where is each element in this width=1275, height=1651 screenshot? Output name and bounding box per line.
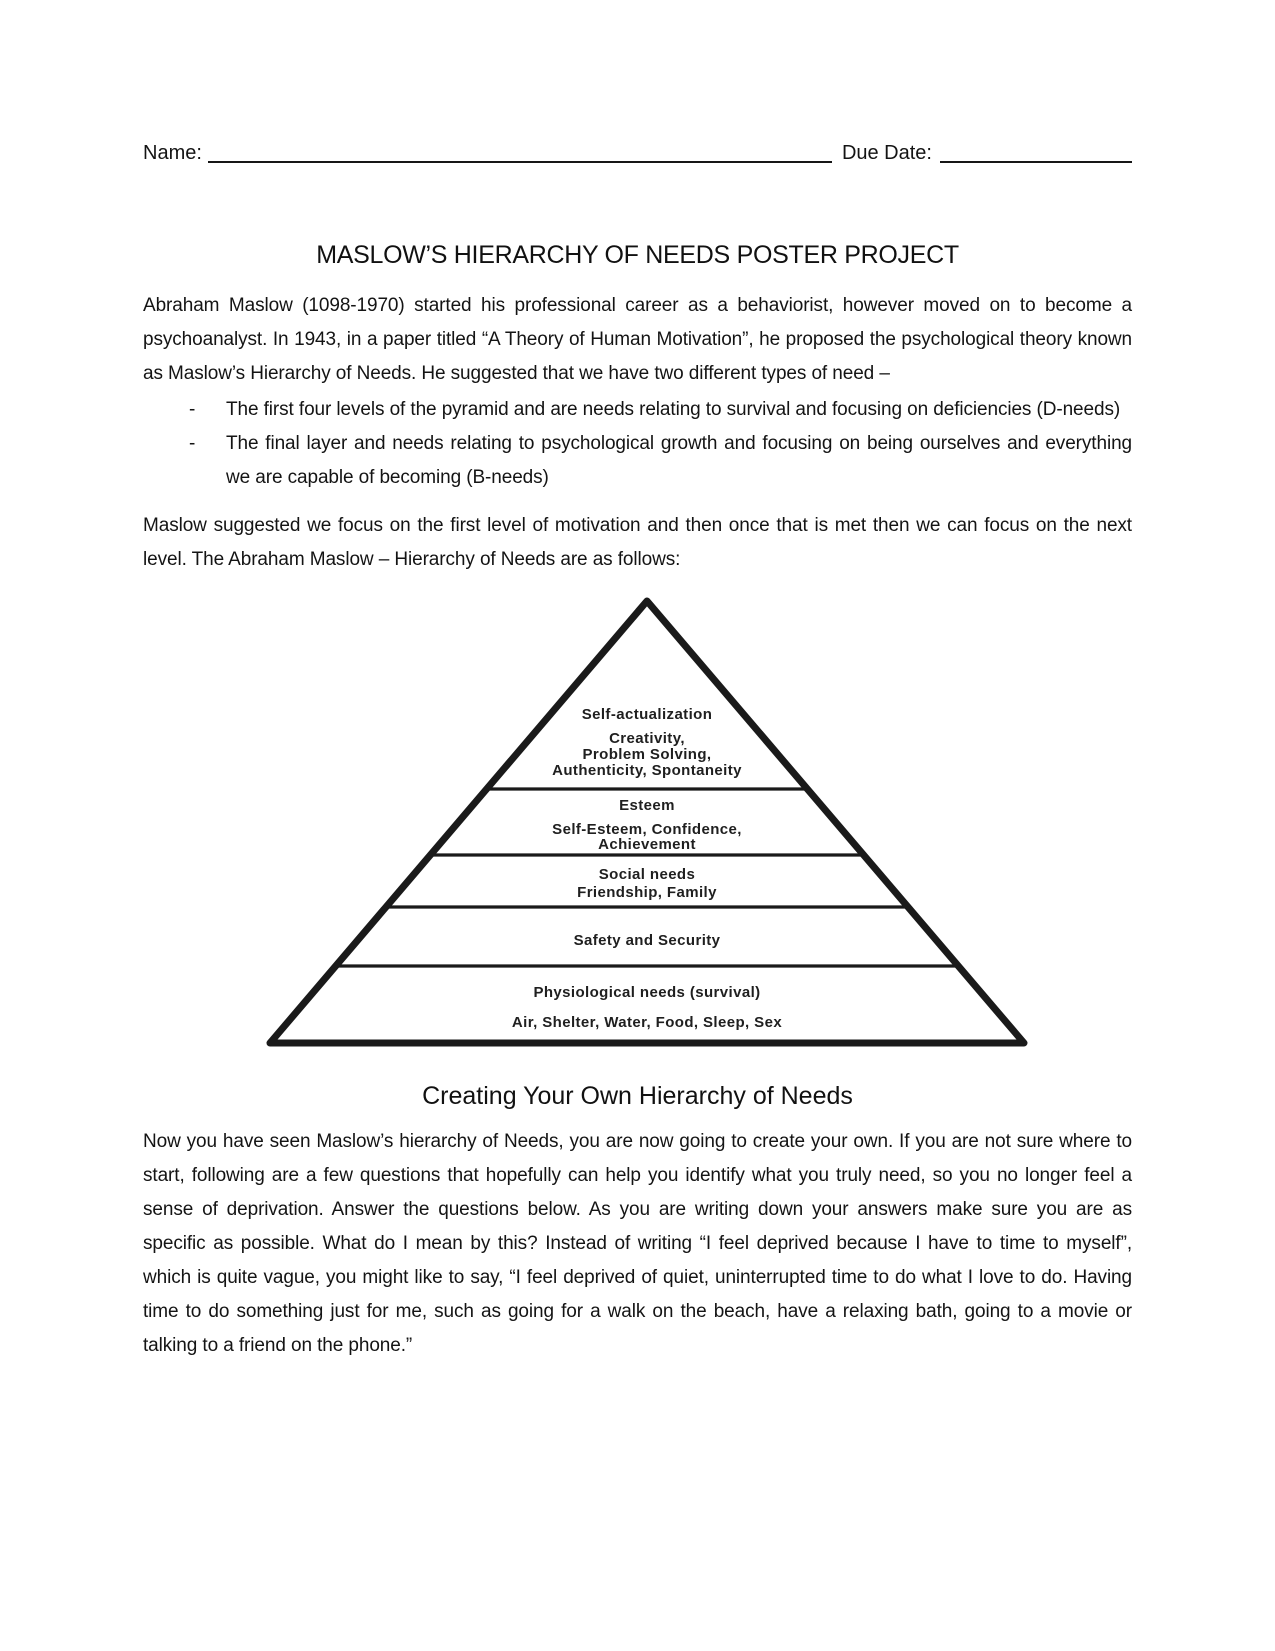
pyramid-level-title: Esteem — [619, 797, 675, 814]
pyramid-level-detail: Air, Shelter, Water, Food, Sleep, Sex — [512, 1014, 782, 1031]
pyramid-outline — [266, 597, 1028, 1047]
closing-paragraph: Now you have seen Maslow’s hierarchy of … — [143, 1131, 1132, 1356]
pyramid-level-detail: Creativity, — [609, 730, 685, 747]
section-heading: Creating Your Own Hierarchy of Needs — [422, 1082, 853, 1110]
bullet-dash-marker: - — [189, 433, 196, 454]
due-date-label: Due Date: — [841, 142, 932, 164]
pyramid-level-detail: Friendship, Family — [577, 884, 717, 901]
needs-bullet-list: - The first four levels of the pyramid a… — [143, 393, 1132, 495]
intro-paragraph: Abraham Maslow (1098-1970) started his p… — [143, 295, 1132, 384]
pyramid-level-title: Physiological needs (survival) — [533, 984, 760, 1001]
bullet-text-d-needs: The first four levels of the pyramid and… — [226, 399, 1121, 420]
pyramid-level-detail: Problem Solving, — [583, 746, 712, 763]
pyramid-level-detail: Authenticity, Spontaneity — [552, 762, 742, 779]
page-title: MASLOW’S HIERARCHY OF NEEDS POSTER PROJE… — [316, 241, 959, 269]
maslow-pyramid-image: Self-actualization Creativity, Problem S… — [266, 597, 1028, 1047]
pyramid-level-detail: Achievement — [598, 836, 696, 853]
bullet-dash-marker: - — [189, 399, 196, 420]
pyramid-level-detail: Self-Esteem, Confidence, — [552, 821, 742, 838]
due-date-blank-line — [940, 143, 1132, 163]
transition-paragraph: Maslow suggested we focus on the first l… — [143, 515, 1132, 570]
pyramid-level-title: Safety and Security — [574, 932, 721, 949]
list-item: - The final layer and needs relating to … — [143, 427, 1132, 495]
name-blank-line — [207, 143, 832, 163]
header-field-row: Name: Due Date: — [143, 141, 1132, 165]
name-label: Name: — [143, 142, 202, 164]
list-item: - The first four levels of the pyramid a… — [143, 393, 1132, 427]
pyramid-level-title: Self-actualization — [582, 706, 713, 723]
pyramid-level-title: Social needs — [599, 866, 696, 883]
maslow-pyramid-figure: Self-actualization Creativity, Problem S… — [262, 591, 1032, 1051]
bullet-text-b-needs: The final layer and needs relating to ps… — [226, 433, 1132, 488]
